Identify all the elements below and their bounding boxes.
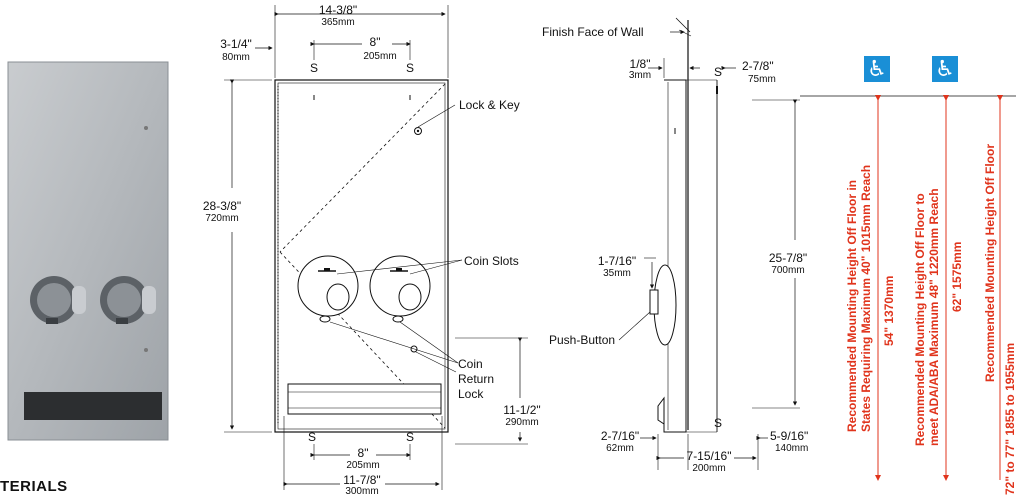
lower-height-in: 11-1/2" <box>503 403 540 417</box>
front-view <box>274 79 449 433</box>
height-mm: 720mm <box>205 213 238 224</box>
left-offset-in: 3-1/4" <box>220 37 252 51</box>
height-in: 28-3/8" <box>203 199 241 213</box>
s-mark-side-bottom: S <box>714 416 722 430</box>
mounting-heights: ♿ ♿ Recommended Mounting Height Off Floo… <box>800 56 1016 495</box>
bottom-span-in: 8" <box>358 446 369 460</box>
section-heading: TERIALS <box>0 478 68 495</box>
push-button-label: Push-Button <box>549 333 615 347</box>
col3-value: 72" to 77" 1855 to 1955mm <box>1003 343 1016 495</box>
col2-line1: Recommended Mounting Height Off Floor to <box>913 193 927 446</box>
col1-line2: States Requiring Maximum 40" 1015mm Reac… <box>859 165 873 432</box>
wall-gap-mm: 3mm <box>629 70 651 81</box>
accessible-icon-1: ♿ <box>864 56 890 82</box>
s-mark-bottom-right: S <box>406 430 414 444</box>
s-mark-bottom-left: S <box>308 430 316 444</box>
coin-slots-label: Coin Slots <box>464 254 519 268</box>
bottom-width-mm: 300mm <box>345 486 378 495</box>
depth-top-in: 2-7/8" <box>742 59 774 73</box>
bottom-width-in: 11-7/8" <box>343 473 380 487</box>
lock-key-label: Lock & Key <box>459 98 520 112</box>
bottom-right-mm: 140mm <box>775 443 808 454</box>
overall-depth-mm: 200mm <box>692 463 725 474</box>
front-callouts: Lock & Key Coin Slots Coin Return Lock <box>329 98 520 401</box>
tray-outline <box>287 383 442 415</box>
side-dimensions: Finish Face of Wall 1/8" 3mm S 2-7/8" 75… <box>542 25 808 474</box>
s-mark-top-left: S <box>310 61 318 75</box>
button-offset-in: 1-7/16" <box>598 254 636 268</box>
col1-line1: Recommended Mounting Height Off Floor in <box>845 180 859 432</box>
coin-mechanism-right-icon <box>100 276 156 324</box>
depth-top-mm: 75mm <box>748 74 776 85</box>
button-offset-mm: 35mm <box>603 268 631 279</box>
lock-icon <box>410 345 418 353</box>
s-mark-side-top: S <box>714 65 722 79</box>
side-view <box>649 17 718 433</box>
s-mark-top-right: S <box>406 61 414 75</box>
finish-face-label: Finish Face of Wall <box>542 25 644 39</box>
bottom-left-mm: 62mm <box>606 443 634 454</box>
coin-slot-left <box>297 255 359 323</box>
top-span-mm: 205mm <box>363 51 396 62</box>
col2-line2: meet ADA/ABA Maximum 48" 1220mm Reach <box>927 188 941 446</box>
svg-text:♿: ♿ <box>935 57 955 82</box>
front-dimensions: 14-3/8" 365mm 3-1/4" 80mm 8" 205mm S S 2… <box>203 3 541 495</box>
side-height-in: 25-7/8" <box>769 251 807 265</box>
lower-height-mm: 290mm <box>505 417 538 428</box>
col3-line1: Recommended Mounting Height Off Floor <box>983 144 997 382</box>
delivery-tray <box>24 392 162 420</box>
top-span-in: 8" <box>370 35 381 49</box>
coin-label: Coin <box>458 357 483 371</box>
wall-gap-in: 1/8" <box>630 57 651 71</box>
bottom-right-in: 5-9/16" <box>770 429 808 443</box>
side-height-mm: 700mm <box>771 265 804 276</box>
coin-slot-right <box>369 255 431 323</box>
width-mm: 365mm <box>321 17 354 28</box>
col1-value: 54" 1370mm <box>882 276 896 346</box>
dispenser-photo <box>7 61 169 441</box>
accessible-icon-2: ♿ <box>932 56 958 82</box>
width-in: 14-3/8" <box>319 3 357 17</box>
bottom-span-mm: 205mm <box>346 460 379 471</box>
left-offset-mm: 80mm <box>222 52 250 63</box>
overall-depth-in: 7-15/16" <box>687 449 732 463</box>
lock-label: Lock <box>458 387 484 401</box>
return-label: Return <box>458 372 494 386</box>
lock-key-icon <box>414 127 422 135</box>
coin-mechanism-left-icon <box>30 276 86 324</box>
col2-value: 62" 1575mm <box>950 242 964 312</box>
svg-text:♿: ♿ <box>867 57 887 82</box>
push-button-icon <box>649 264 677 346</box>
bottom-left-in: 2-7/16" <box>601 429 639 443</box>
